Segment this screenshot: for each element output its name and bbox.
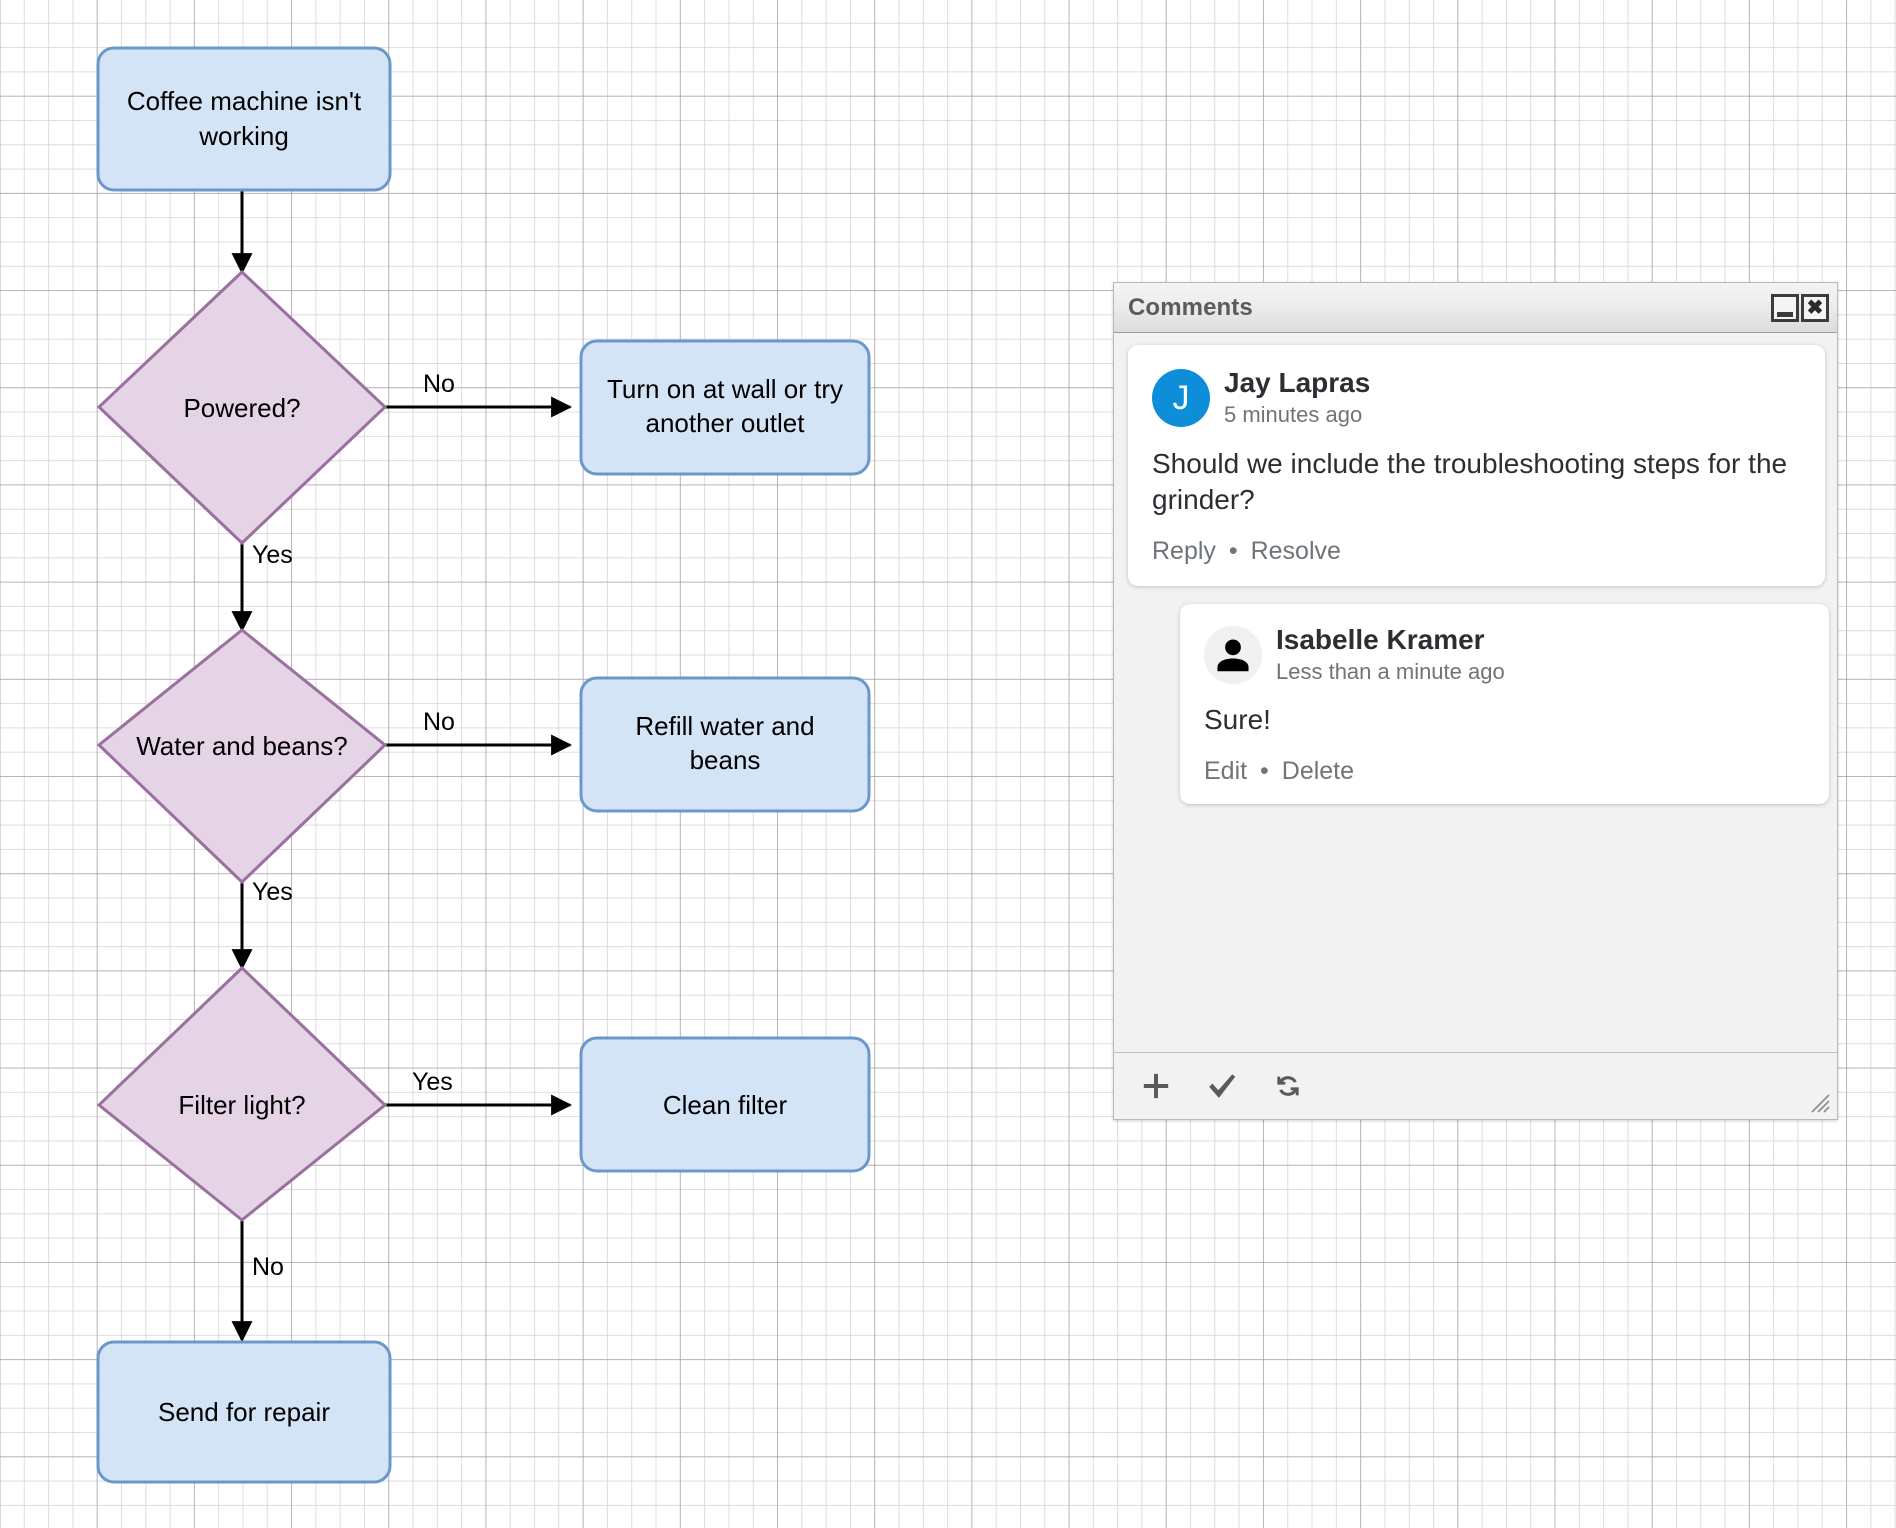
minimize-icon[interactable] (1771, 293, 1799, 322)
node-repair[interactable]: Send for repair (96, 1340, 392, 1484)
delete-button[interactable]: Delete (1281, 756, 1355, 785)
comment-item[interactable]: Isabelle Kramer Less than a minute ago S… (1180, 603, 1829, 804)
node-start-label-line1: Coffee machine isn't (127, 86, 362, 116)
edge-filter-to-repair: No (231, 1220, 284, 1343)
node-powered[interactable]: Powered? (96, 269, 388, 546)
resize-grip[interactable] (1809, 1092, 1831, 1114)
comment-meta: Isabelle Kramer Less than a minute ago (1276, 624, 1505, 687)
check-icon (1209, 1074, 1236, 1098)
edge-filter-to-clean: Yes (385, 1068, 573, 1116)
node-outlet-label-line2: another outlet (645, 408, 805, 438)
refresh-comments-button[interactable] (1268, 1066, 1308, 1106)
node-refill-label-line1: Refill water and (635, 711, 814, 741)
avatar (1204, 625, 1262, 684)
close-icon[interactable]: ✖ (1801, 293, 1829, 322)
node-clean-label: Clean filter (663, 1090, 788, 1120)
edge-powered-to-water: Yes (231, 541, 293, 633)
edge-label-no-powered: No (423, 370, 455, 398)
comment-timestamp: 5 minutes ago (1224, 402, 1363, 428)
comment-header: Isabelle Kramer Less than a minute ago (1204, 624, 1805, 687)
comment-actions: Reply • Resolve (1152, 537, 1801, 566)
resolve-button[interactable]: Resolve (1250, 536, 1341, 565)
action-separator: • (1260, 756, 1269, 785)
edit-button[interactable]: Edit (1204, 756, 1248, 785)
node-powered-label: Powered? (183, 393, 300, 423)
comments-panel-titlebar[interactable]: Comments ✖ (1114, 283, 1837, 333)
node-outlet[interactable]: Turn on at wall or try another outlet (579, 339, 871, 476)
comments-list[interactable]: J Jay Lapras 5 minutes ago Should we inc… (1114, 333, 1837, 1052)
edge-label-yes-filter: Yes (412, 1068, 453, 1096)
edge-powered-to-outlet: No (385, 370, 573, 418)
comments-panel-title: Comments (1128, 293, 1253, 321)
comment-text: Should we include the troubleshooting st… (1152, 447, 1788, 516)
node-filter[interactable]: Filter light? (96, 965, 388, 1222)
edge-water-to-refill: No (385, 708, 573, 756)
edge-water-to-filter: Yes (231, 878, 293, 971)
comment-actions: Edit • Delete (1204, 757, 1805, 786)
comment-header: J Jay Lapras 5 minutes ago (1152, 367, 1801, 430)
comment-item[interactable]: J Jay Lapras 5 minutes ago Should we inc… (1128, 345, 1825, 586)
comment-timestamp: Less than a minute ago (1276, 658, 1505, 684)
person-icon (1217, 639, 1249, 672)
node-water[interactable]: Water and beans? (96, 628, 388, 885)
node-refill-label-line2: beans (690, 745, 761, 775)
resize-grip-icon (1811, 1094, 1830, 1113)
comment-author: Isabelle Kramer (1276, 623, 1485, 655)
node-start[interactable]: Coffee machine isn't working (96, 46, 392, 192)
edge-label-yes-water: Yes (252, 878, 293, 906)
flowchart[interactable]: No Yes No Yes Yes No (0, 0, 1100, 1528)
edge-label-no-filter: No (252, 1253, 284, 1281)
node-filter-label: Filter light? (178, 1090, 305, 1120)
comment-author: Jay Lapras (1224, 367, 1371, 398)
edge-label-no-water: No (423, 708, 455, 736)
node-repair-label: Send for repair (158, 1397, 330, 1427)
comment-text: Sure! (1204, 704, 1271, 736)
node-water-label: Water and beans? (136, 731, 348, 761)
node-clean[interactable]: Clean filter (579, 1036, 871, 1173)
action-separator: • (1228, 536, 1238, 565)
comment-meta: Jay Lapras 5 minutes ago (1224, 367, 1370, 430)
reply-button[interactable]: Reply (1152, 536, 1216, 565)
avatar: J (1152, 369, 1210, 428)
comments-panel-toolbar[interactable] (1114, 1052, 1837, 1119)
resolve-comment-button[interactable] (1202, 1066, 1242, 1106)
edge-label-yes-powered: Yes (252, 541, 293, 569)
refresh-icon (1277, 1076, 1299, 1096)
plus-icon (1143, 1073, 1169, 1099)
node-outlet-label-line1: Turn on at wall or try (607, 374, 843, 404)
node-refill[interactable]: Refill water and beans (579, 676, 871, 813)
comments-panel[interactable]: Comments ✖ J Jay Lapras 5 minutes ago Sh… (1113, 282, 1838, 1120)
add-comment-button[interactable] (1136, 1066, 1176, 1106)
node-start-label-line2: working (198, 121, 289, 151)
